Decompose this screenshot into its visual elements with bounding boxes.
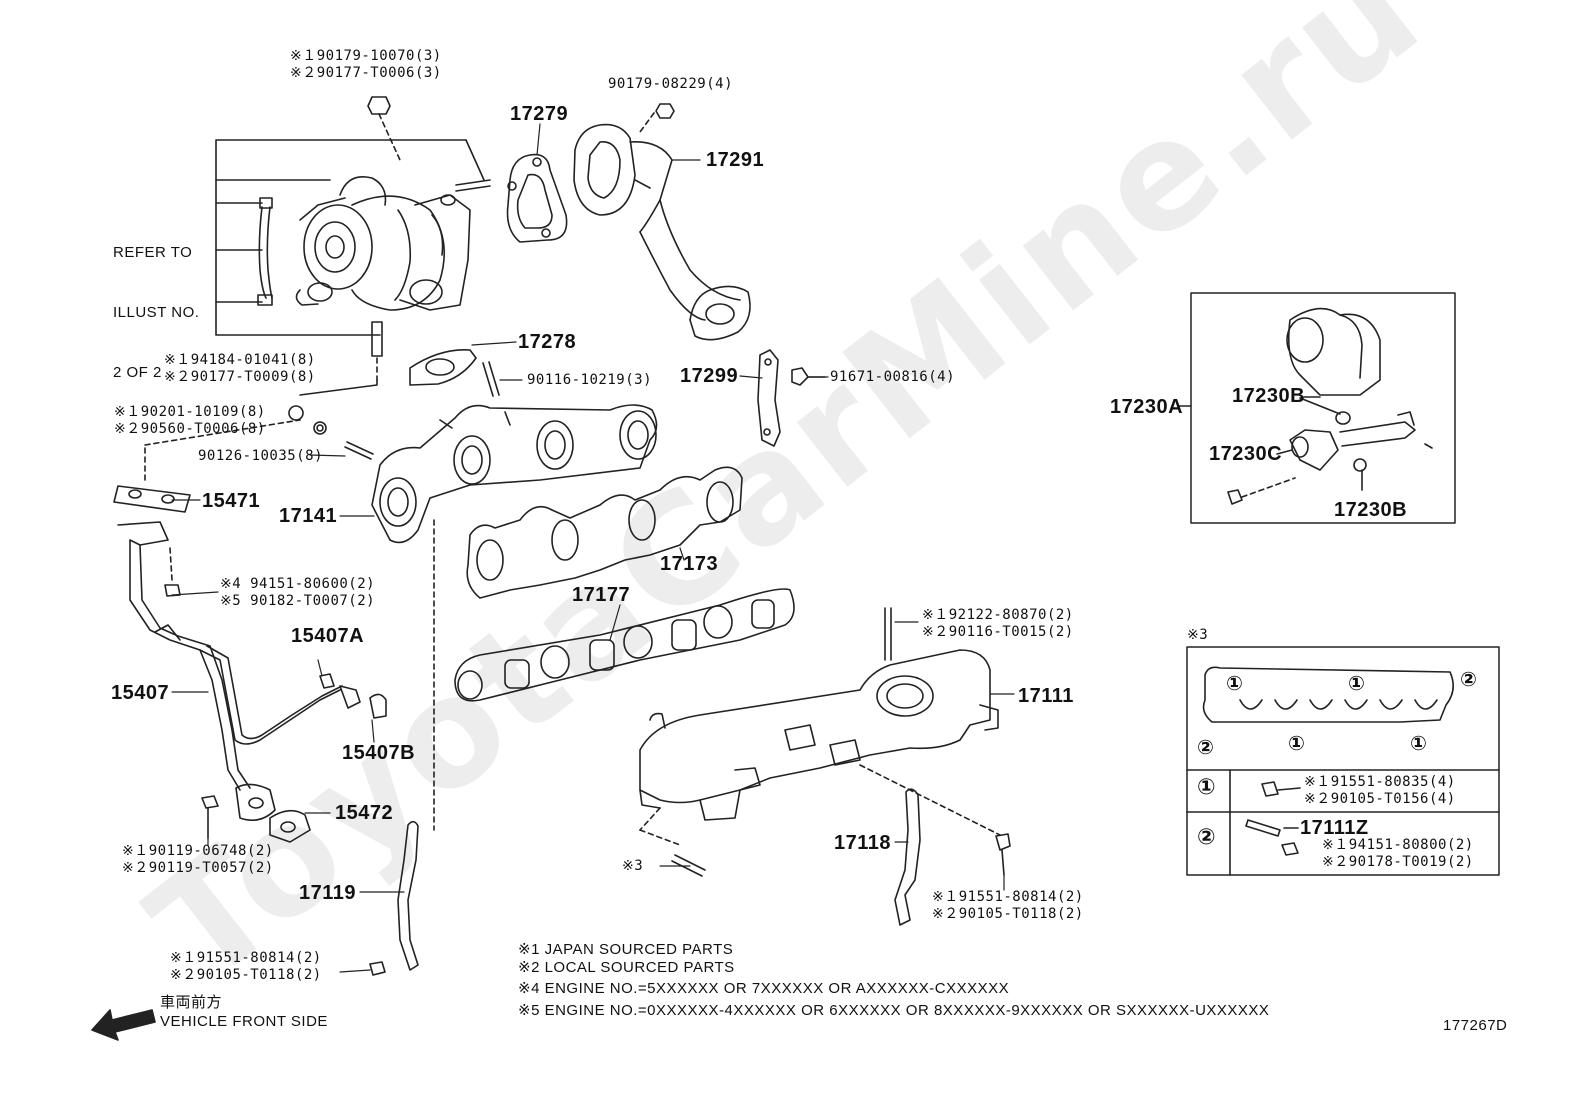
turbo-stud xyxy=(455,179,491,192)
front-label-en: VEHICLE FRONT SIDE xyxy=(160,1013,328,1030)
inset-3-row2-text[interactable]: ※１94151-80800(2) xyxy=(1322,837,1474,853)
intake-manifold-17111 xyxy=(639,607,1001,877)
fastener-label[interactable]: 91671-00816(4) xyxy=(830,369,956,385)
fastener-label[interactable]: ※２90177-T0009(8) xyxy=(164,369,316,385)
legend-line-3: ※4 ENGINE NO.=5XXXXXX OR 7XXXXXX OR AXXX… xyxy=(518,980,1010,997)
part-label-17119[interactable]: 17119 xyxy=(299,882,357,904)
figure-id: 177267D xyxy=(1443,1017,1508,1034)
inset-17230a-box xyxy=(1177,292,1456,524)
inset-3-marker: ② xyxy=(1197,737,1215,759)
fastener-label[interactable]: 90179-08229(4) xyxy=(608,76,734,92)
gasket-17278 xyxy=(409,349,477,386)
turbo-top-nut xyxy=(367,96,401,161)
fastener-label[interactable]: ※１94184-01041(8) xyxy=(164,352,316,368)
inset-3-row2-symbol: ② xyxy=(1197,824,1217,849)
fastener-label[interactable]: ※１92122-80870(2) xyxy=(922,607,1074,623)
inset-3-marker: ② xyxy=(1460,669,1478,691)
inset-3-row1-text[interactable]: ※２90105-T0156(4) xyxy=(1304,791,1456,807)
fastener-label[interactable]: ※１90201-10109(8) xyxy=(114,404,266,420)
bracket-17118 xyxy=(894,788,921,926)
inset-3-title: ※3 xyxy=(1187,627,1209,643)
refer-bracket xyxy=(215,139,485,336)
fastener-label[interactable]: ※２90119-T0057(2) xyxy=(122,860,274,876)
refer-note-line-1: REFER TO xyxy=(113,244,193,261)
legend-line-1: ※1 JAPAN SOURCED PARTS xyxy=(518,941,734,958)
stud-17278 xyxy=(482,361,500,397)
part-label-15407b[interactable]: 15407B xyxy=(342,742,416,764)
fastener-label[interactable]: ※２90105-T0118(2) xyxy=(932,906,1084,922)
inset-3-marker: ① xyxy=(1348,673,1366,695)
part-label-15471[interactable]: 15471 xyxy=(202,490,261,512)
part-label-15407[interactable]: 15407 xyxy=(111,682,170,704)
inset-3-marker: ① xyxy=(1410,733,1428,755)
fastener-label: ※3 xyxy=(622,858,644,874)
part-label-15407a[interactable]: 15407A xyxy=(291,625,365,647)
part-label-17299[interactable]: 17299 xyxy=(680,365,739,387)
front-arrow-icon xyxy=(91,1009,156,1041)
gasket-15472 xyxy=(269,809,311,843)
part-label-17141[interactable]: 17141 xyxy=(279,505,338,527)
bolt-17119 xyxy=(369,961,386,976)
refer-note: REFER TO ILLUST NO. 2 OF 2 xyxy=(113,203,199,423)
part-label-17177[interactable]: 17177 xyxy=(572,584,631,606)
legend-line-4: ※5 ENGINE NO.=0XXXXXX-4XXXXXX OR 6XXXXXX… xyxy=(518,1002,1270,1019)
fastener-label[interactable]: ※１91551-80814(2) xyxy=(170,950,322,966)
part-label-17279[interactable]: 17279 xyxy=(510,103,569,125)
bracket-17299 xyxy=(757,349,781,447)
refer-note-line-3: 2 OF 2 xyxy=(113,364,162,381)
leader-lines xyxy=(171,123,1015,973)
part-label-17291[interactable]: 17291 xyxy=(706,149,765,171)
part-label-17230c[interactable]: 17230C xyxy=(1209,443,1283,465)
turbo-hose xyxy=(257,197,273,306)
fastener-label[interactable]: ※２90116-T0015(2) xyxy=(922,624,1074,640)
fastener-label[interactable]: ※２90177-T0006(3) xyxy=(290,65,442,81)
part-label-17278[interactable]: 17278 xyxy=(518,331,577,353)
fastener-label[interactable]: ※5 90182-T0007(2) xyxy=(220,593,376,609)
inset-3-row2-text[interactable]: ※２90178-T0019(2) xyxy=(1322,854,1474,870)
part-label-17230b-top[interactable]: 17230B xyxy=(1232,385,1306,407)
exhaust-manifold-17141 xyxy=(371,404,658,544)
bracket-17119 xyxy=(397,519,435,971)
fastener-label[interactable]: ※4 94151-80600(2) xyxy=(220,576,376,592)
part-label-17118[interactable]: 17118 xyxy=(834,832,892,854)
gasket-17279 xyxy=(506,153,568,243)
inset-3-row1-text[interactable]: ※１91551-80835(4) xyxy=(1304,774,1456,790)
part-label-15472[interactable]: 15472 xyxy=(335,802,394,824)
fastener-label[interactable]: ※２90105-T0118(2) xyxy=(170,967,322,983)
gasket-17177 xyxy=(454,588,795,702)
oil-pipe-15407 xyxy=(117,521,387,821)
fastener-label[interactable]: ※１91551-80814(2) xyxy=(932,889,1084,905)
gasket-15471 xyxy=(113,419,301,513)
part-label-17111z[interactable]: 17111Z xyxy=(1300,817,1369,839)
turbocharger-drawing xyxy=(295,176,471,311)
fastener-label[interactable]: 90126-10035(8) xyxy=(198,448,324,464)
part-label-17173[interactable]: 17173 xyxy=(660,553,719,575)
fastener-label[interactable]: ※１90119-06748(2) xyxy=(122,843,274,859)
bolt-17118 xyxy=(995,833,1011,876)
legend-line-2: ※2 LOCAL SOURCED PARTS xyxy=(518,959,735,976)
fastener-label[interactable]: 90116-10219(3) xyxy=(527,372,653,388)
nut-17291 xyxy=(655,103,675,119)
exhaust-pipe-17291 xyxy=(573,112,751,341)
refer-note-line-2: ILLUST NO. xyxy=(113,304,200,321)
stud-17141 xyxy=(344,441,374,460)
fastener-label[interactable]: ※２90560-T0006(8) xyxy=(114,421,266,437)
inset-3-marker: ① xyxy=(1226,673,1244,695)
inset-3-box xyxy=(1186,646,1500,876)
part-label-17230a[interactable]: 17230A xyxy=(1110,396,1184,418)
inset-3-row1-symbol: ① xyxy=(1197,774,1217,799)
part-label-17111[interactable]: 17111 xyxy=(1018,685,1074,707)
part-label-17230b-bottom[interactable]: 17230B xyxy=(1334,499,1408,521)
fastener-label[interactable]: ※１90179-10070(3) xyxy=(290,48,442,64)
gasket-17173 xyxy=(466,466,743,599)
bolt-15472 xyxy=(201,795,219,839)
front-label-jp: 車両前方 xyxy=(160,993,223,1011)
inset-3-marker: ① xyxy=(1288,733,1306,755)
